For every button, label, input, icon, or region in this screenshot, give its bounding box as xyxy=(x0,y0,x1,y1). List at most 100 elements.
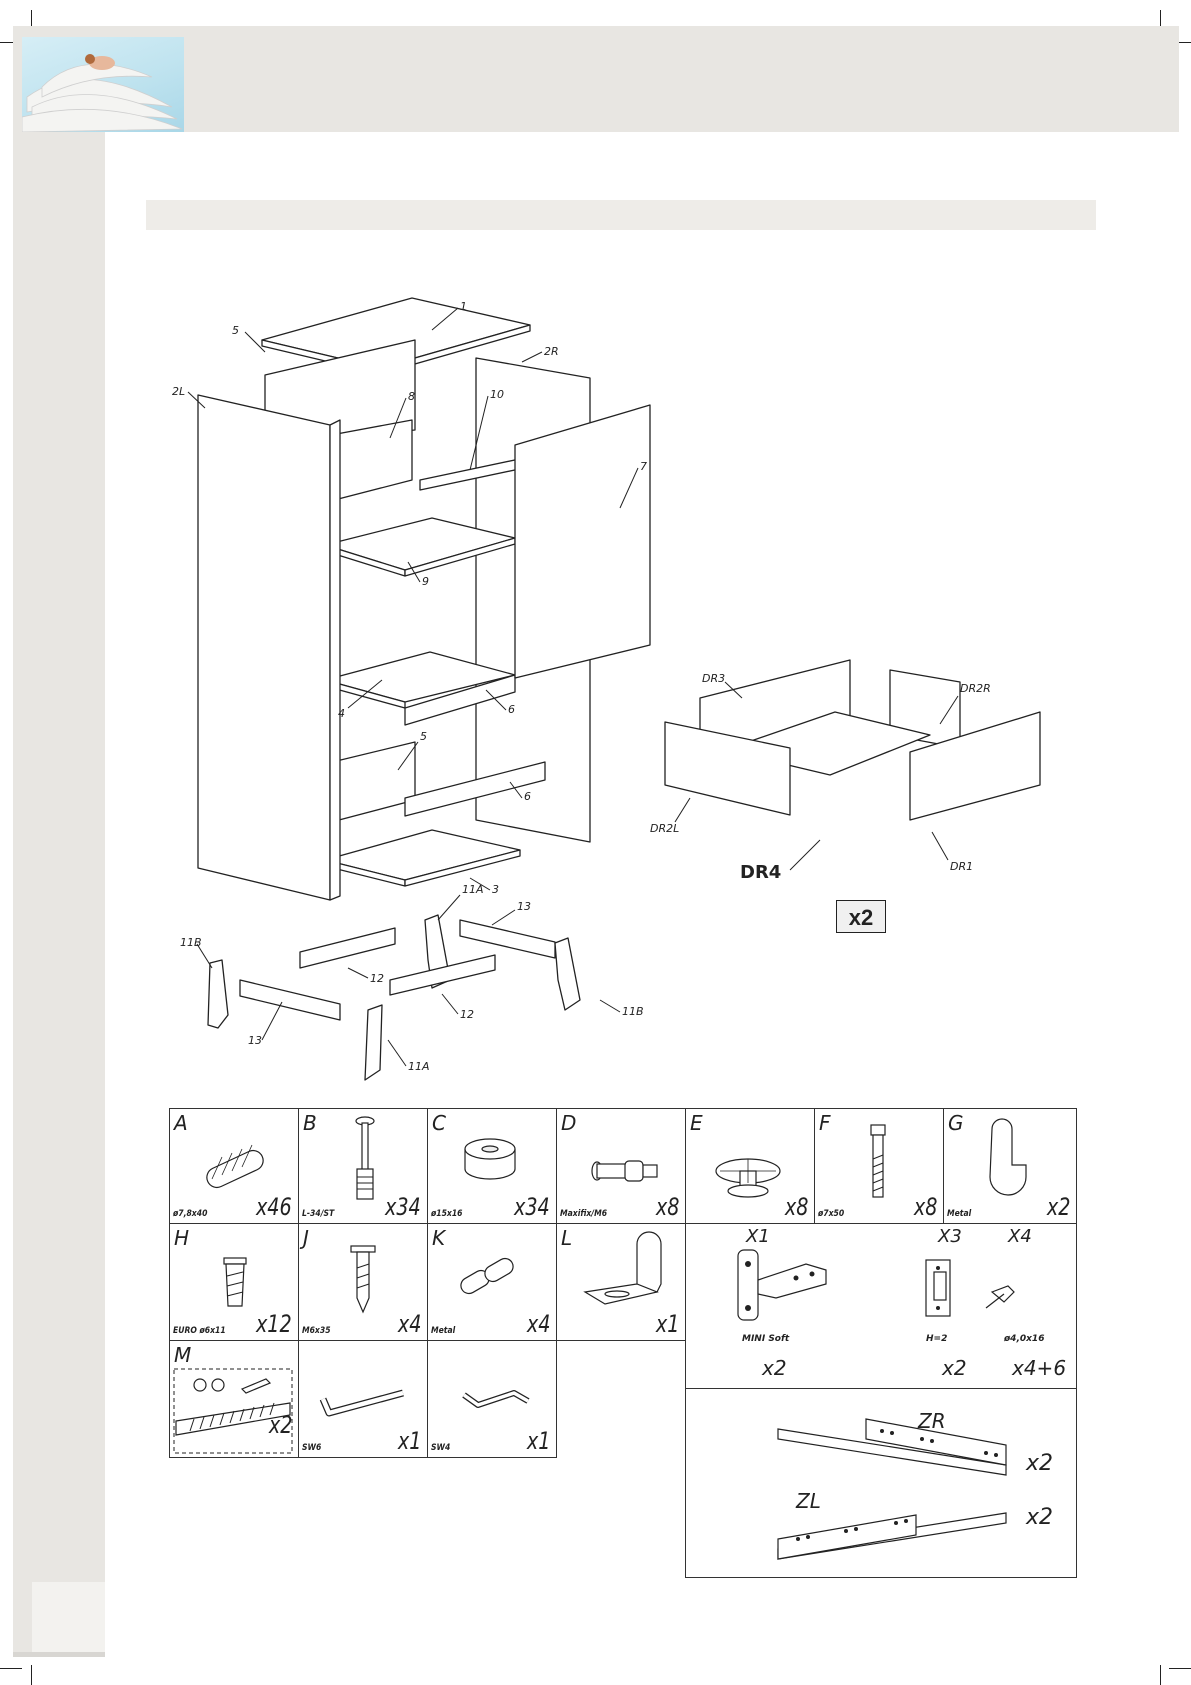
hardware-letter: C xyxy=(432,1111,446,1135)
page-side-band xyxy=(13,26,105,1656)
hardware-spec: ø7x50 xyxy=(818,1209,844,1219)
runner-qty-zr: x2 xyxy=(1026,1451,1053,1476)
hardware-cell-sw6: SW6 x1 xyxy=(298,1340,428,1458)
hardware-cell-m: M x2 xyxy=(169,1340,299,1458)
hardware-cell-d: D Maxifix/M6 x8 xyxy=(556,1108,686,1224)
hardware-qty: x34 xyxy=(385,1193,421,1221)
page-bottom-bar xyxy=(13,1652,105,1657)
hardware-letter: J xyxy=(303,1226,309,1250)
callout-12-left: 12 xyxy=(370,972,384,985)
callout-dr3: DR3 xyxy=(702,672,725,685)
screw-qty-x4: x4+6 xyxy=(1012,1356,1066,1380)
runner-qty-zl: x2 xyxy=(1026,1505,1053,1530)
hardware-spec: SW4 xyxy=(431,1443,450,1453)
callout-1: 1 xyxy=(460,300,467,313)
hardware-cell-e: E x8 xyxy=(685,1108,815,1224)
page-header-band xyxy=(13,26,1179,132)
hardware-qty: x8 xyxy=(655,1193,679,1221)
hardware-spec: M6x35 xyxy=(302,1326,331,1336)
crop-mark xyxy=(31,1665,32,1685)
hardware-letter: E xyxy=(690,1111,703,1135)
hardware-letter: B xyxy=(303,1111,317,1135)
hardware-spec: SW6 xyxy=(302,1443,321,1453)
plate-qty-x3: x2 xyxy=(942,1356,967,1380)
hardware-letter: L xyxy=(561,1226,572,1250)
callout-13-right: 13 xyxy=(517,900,531,913)
callout-12-mid: 12 xyxy=(460,1008,474,1021)
callout-4: 4 xyxy=(338,707,345,720)
hardware-qty: x4 xyxy=(526,1310,550,1338)
hinge-qty-x1: x2 xyxy=(762,1356,787,1380)
callout-2r: 2R xyxy=(544,345,559,358)
callout-11b-left: 11B xyxy=(180,936,202,949)
hardware-cell-hinges: X1 MINI Soft x2 X3 H=2 x2 X4 ø4,0x16 x4+… xyxy=(685,1223,1077,1389)
hardware-cell-l: L x1 xyxy=(556,1223,686,1341)
crop-mark xyxy=(1160,1665,1161,1685)
plate-spec-x3: H=2 xyxy=(926,1334,947,1344)
callout-11a-bottom: 11A xyxy=(408,1060,430,1073)
crop-mark xyxy=(1169,1668,1191,1669)
hardware-cell-a: A ø7,8x40 x46 xyxy=(169,1108,299,1224)
hardware-qty: x8 xyxy=(784,1193,808,1221)
hardware-letter: M xyxy=(174,1343,191,1367)
exploded-assembly-diagram: 1 5 2R 2L 8 10 7 9 4 6 5 6 3 11A 13 11B … xyxy=(170,280,1070,1110)
callout-dr2r: DR2R xyxy=(960,682,991,695)
callout-11b-right: 11B xyxy=(622,1005,644,1018)
screw-spec-x4: ø4,0x16 xyxy=(1004,1334,1044,1344)
section-title-bar xyxy=(146,200,1096,230)
hardware-cell-g: G Metal x2 xyxy=(943,1108,1077,1224)
hardware-letter: A xyxy=(174,1111,188,1135)
hinge-label-x1: X1 xyxy=(746,1226,770,1247)
callout-6-upper: 6 xyxy=(508,703,515,716)
hardware-cell-c: C ø15x16 x34 xyxy=(427,1108,557,1224)
hardware-cell-runners: ZR x2 ZL x2 xyxy=(685,1388,1077,1578)
page-corner-tab xyxy=(32,1582,105,1652)
runner-label-zl: ZL xyxy=(796,1489,821,1513)
hardware-cell-h: H EURO ø6x11 x12 xyxy=(169,1223,299,1341)
callout-dr2l: DR2L xyxy=(650,822,679,835)
hardware-letter: D xyxy=(561,1111,576,1135)
hardware-spec: ø15x16 xyxy=(431,1209,462,1219)
hardware-spec: ø7,8x40 xyxy=(173,1209,207,1219)
hardware-cell-k: K Metal x4 xyxy=(427,1223,557,1341)
callout-7: 7 xyxy=(640,460,647,473)
callout-5-lower: 5 xyxy=(420,730,427,743)
hardware-spec: Metal xyxy=(431,1326,455,1336)
screw-label-x4: X4 xyxy=(1008,1226,1032,1247)
hardware-qty: x1 xyxy=(655,1310,679,1338)
brand-logo xyxy=(22,37,184,132)
hardware-qty: x4 xyxy=(397,1310,421,1338)
callout-6-lower: 6 xyxy=(524,790,531,803)
hardware-cell-f: F ø7x50 x8 xyxy=(814,1108,944,1224)
hardware-qty: x8 xyxy=(913,1193,937,1221)
hardware-letter: H xyxy=(174,1226,189,1250)
callout-10: 10 xyxy=(490,388,504,401)
hardware-spec: Maxifix/M6 xyxy=(560,1209,607,1219)
drawer-quantity-badge: x2 xyxy=(836,900,886,933)
hardware-qty: x1 xyxy=(526,1427,550,1455)
hardware-spec: L-34/ST xyxy=(302,1209,334,1219)
callout-13-left: 13 xyxy=(248,1034,262,1047)
callout-11a-top: 11A xyxy=(462,883,484,896)
callout-dr1: DR1 xyxy=(950,860,973,873)
callout-2l: 2L xyxy=(172,385,185,398)
hardware-qty: x2 xyxy=(1046,1193,1070,1221)
hinge-spec-x1: MINI Soft xyxy=(742,1334,789,1344)
hardware-cell-sw4: SW4 x1 xyxy=(427,1340,557,1458)
hardware-qty: x1 xyxy=(397,1427,421,1455)
hardware-cell-j: J M6x35 x4 xyxy=(298,1223,428,1341)
callout-dr4: DR4 xyxy=(740,862,781,883)
hardware-spec: EURO ø6x11 xyxy=(173,1326,226,1336)
callout-5-top: 5 xyxy=(232,324,239,337)
hardware-letter: G xyxy=(948,1111,964,1135)
hardware-qty: x34 xyxy=(514,1193,550,1221)
hardware-qty: x2 xyxy=(268,1411,292,1439)
callout-8: 8 xyxy=(408,390,415,403)
runner-label-zr: ZR xyxy=(918,1409,946,1433)
hardware-letter: F xyxy=(819,1111,831,1135)
hardware-letter: K xyxy=(432,1226,445,1250)
hardware-spec: Metal xyxy=(947,1209,971,1219)
crop-mark xyxy=(0,1668,22,1669)
plate-label-x3: X3 xyxy=(938,1226,962,1247)
hardware-qty: x46 xyxy=(256,1193,292,1221)
